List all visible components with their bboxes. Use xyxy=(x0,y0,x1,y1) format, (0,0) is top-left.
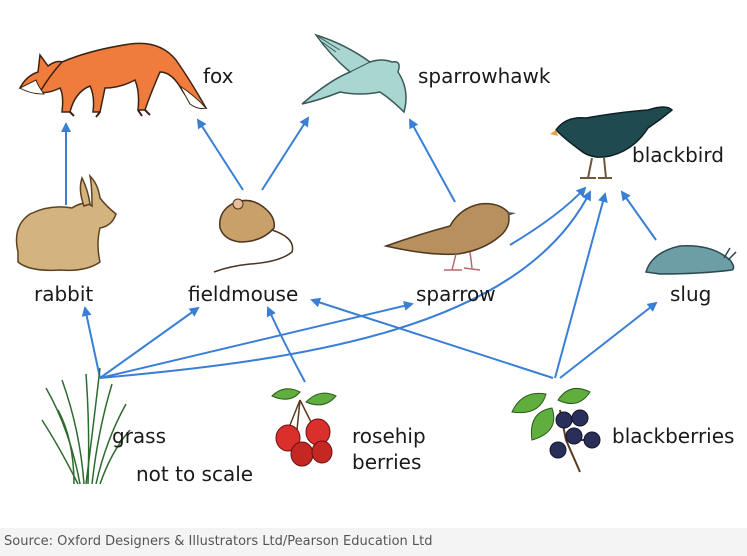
label-fieldmouse: fieldmouse xyxy=(188,282,299,306)
arrow-grass-to-rabbit xyxy=(81,306,101,379)
arrow-blackberries-to-fieldmouse xyxy=(310,297,554,379)
grass-illustration xyxy=(41,367,131,485)
blackbird-illustration xyxy=(550,106,674,179)
arrow-sparrow-to-sparrowhawk xyxy=(409,118,456,203)
label-fox: fox xyxy=(203,64,234,88)
fox-illustration xyxy=(18,42,208,118)
label-sparrowhawk: sparrowhawk xyxy=(418,64,551,88)
arrow-blackberries-to-slug xyxy=(559,301,658,379)
arrow-slug-to-blackbird xyxy=(620,190,657,241)
arrow-blackberries-to-blackbird xyxy=(554,192,608,379)
rabbit-illustration xyxy=(15,173,117,272)
arrow-fieldmouse-to-fox xyxy=(196,118,244,191)
label-grass: grass xyxy=(112,424,167,448)
blackberries-illustration xyxy=(511,387,601,473)
label-rosehip: rosehip xyxy=(352,424,426,448)
label-slug: slug xyxy=(670,282,712,306)
not-to-scale-note: not to scale xyxy=(136,462,254,486)
sparrow-illustration xyxy=(383,202,516,271)
arrow-fieldmouse-to-sparrowhawk xyxy=(261,116,310,191)
label-sparrow: sparrow xyxy=(416,282,496,306)
food-web-canvas xyxy=(15,33,737,485)
label-berries: berries xyxy=(352,450,422,474)
food-web-arrows xyxy=(61,116,658,383)
label-rabbit: rabbit xyxy=(34,282,94,306)
slug-illustration xyxy=(645,245,737,275)
rosehip-illustration xyxy=(271,388,337,467)
arrow-grass-to-fieldmouse xyxy=(99,306,200,379)
arrow-grass-to-blackbird xyxy=(99,190,591,379)
label-blackberries: blackberries xyxy=(612,424,735,448)
food-web-diagram: fox sparrowhawk blackbird rabbit fieldmo… xyxy=(15,33,737,486)
arrow-sparrow-to-blackbird xyxy=(509,186,587,246)
fieldmouse-illustration xyxy=(213,198,294,273)
arrow-rosehip-to-fieldmouse xyxy=(266,306,306,383)
source-caption: Source: Oxford Designers & Illustrators … xyxy=(0,528,747,556)
sparrowhawk-illustration xyxy=(301,33,407,114)
arrow-grass-to-sparrow xyxy=(99,300,414,379)
label-blackbird: blackbird xyxy=(632,143,724,167)
